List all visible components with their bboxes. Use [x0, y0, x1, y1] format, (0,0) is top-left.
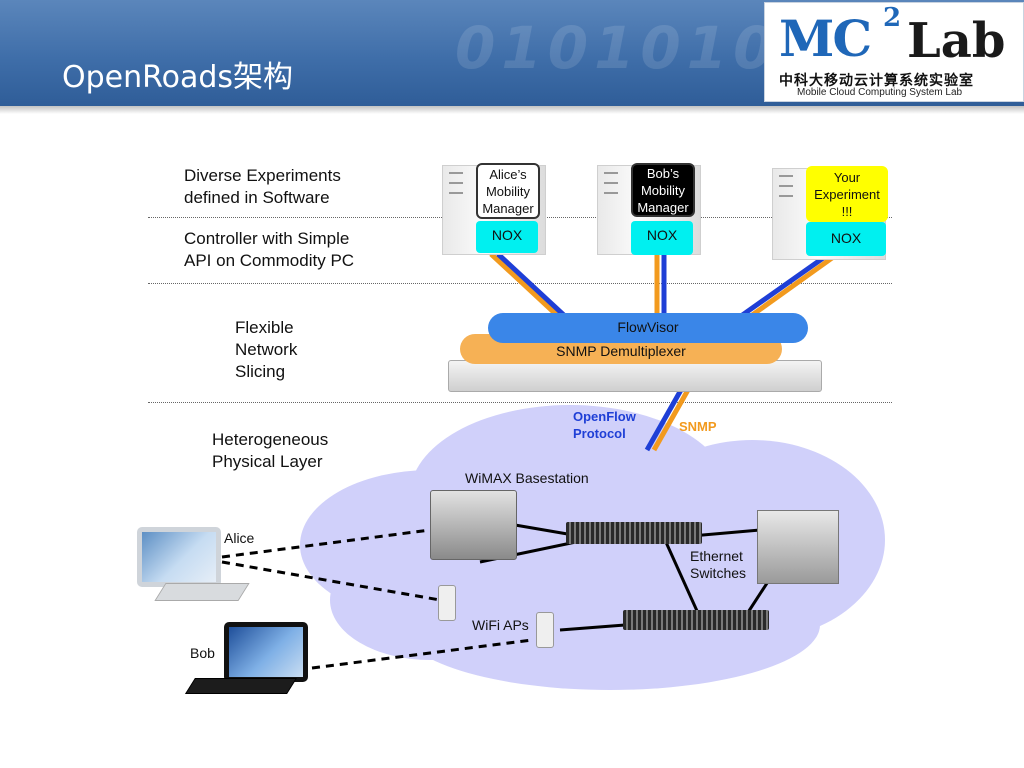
layer-label-line: API on Commodity PC — [184, 251, 355, 270]
app-label-line: Your — [833, 169, 861, 185]
app-label-line: Mobility — [485, 183, 531, 199]
drive-slot — [449, 172, 463, 174]
wireless-link — [221, 560, 441, 602]
layer-label-line: Diverse Experiments — [184, 166, 341, 185]
ethernet-switches-label: Ethernet Switches — [690, 548, 746, 582]
logo-chinese-name: 中科大移动云计算系统实验室 — [779, 72, 974, 88]
nox-controller-bob: NOX — [631, 221, 693, 255]
layer-label-slicing: Flexible Network Slicing — [235, 317, 297, 383]
app-label-line: Alice’s — [489, 166, 527, 182]
wireless-link — [311, 638, 533, 670]
app-label-line: Experiment — [814, 186, 880, 202]
openflow-link-alice — [496, 252, 569, 320]
bob-laptop-base — [185, 678, 297, 694]
protocol-label-line: OpenFlow — [573, 409, 636, 424]
slide-title: OpenRoads架构 — [62, 60, 294, 95]
ethernet-switch-icon — [566, 522, 702, 544]
bob-label: Bob — [190, 645, 215, 661]
layer-label-line: Slicing — [235, 362, 286, 381]
chassis-switch-icon — [757, 510, 839, 584]
server-chassis — [448, 360, 822, 392]
snmp-label: SNMP — [679, 419, 717, 434]
wimax-basestation-icon — [430, 490, 517, 560]
drive-slot — [449, 182, 463, 184]
app-label-line: Manager — [482, 200, 534, 216]
drive-slot — [604, 172, 618, 174]
layer-label-line: Physical Layer — [212, 452, 323, 471]
layer-label-physical: Heterogeneous Physical Layer — [212, 429, 328, 473]
layer-label-line: Controller with Simple — [184, 229, 350, 248]
alice-laptop-icon — [137, 527, 221, 587]
snmp-link-experiment — [746, 255, 834, 321]
alice-laptop-base — [154, 583, 250, 601]
binary-decoration: 01010100 — [455, 14, 826, 82]
app-label-line: Manager — [637, 199, 689, 215]
logo-lab: Lab — [907, 13, 1006, 69]
lab-logo: MC 2 Lab 中科大移动云计算系统实验室 Mobile Cloud Comp… — [764, 2, 1024, 102]
nox-controller-alice: NOX — [476, 221, 538, 253]
nox-controller-experiment: NOX — [806, 222, 886, 256]
drive-slot — [779, 175, 793, 177]
alice-mobility-manager: Alice’s Mobility Manager — [476, 163, 540, 219]
separator-line — [148, 402, 892, 403]
ethernet-link — [663, 539, 704, 623]
layer-label-controller: Controller with Simple API on Commodity … — [184, 228, 354, 272]
layer-label-line: Flexible — [235, 318, 294, 337]
protocol-label-line: Protocol — [573, 426, 626, 441]
bob-laptop-icon — [224, 622, 308, 682]
snmp-link-alice — [489, 252, 562, 320]
drive-slot — [779, 185, 793, 187]
wimax-label: WiMAX Basestation — [465, 470, 589, 486]
app-label-line: !!! — [841, 203, 853, 219]
wireless-link — [221, 528, 431, 559]
drive-slot — [604, 192, 618, 194]
layer-label-line: Heterogeneous — [212, 430, 329, 449]
bob-mobility-manager: Bob’s Mobility Manager — [631, 163, 695, 217]
header-shadow — [0, 106, 1024, 114]
logo-english-name: Mobile Cloud Computing System Lab — [797, 87, 963, 98]
openflow-protocol-label: OpenFlow Protocol — [573, 408, 636, 442]
alice-label: Alice — [224, 530, 255, 546]
label-line: Switches — [690, 565, 747, 581]
app-label-line: Bob’s — [646, 165, 680, 181]
wifi-aps-label: WiFi APs — [472, 617, 529, 633]
layer-label-line: defined in Software — [184, 188, 330, 207]
drive-slot — [449, 192, 463, 194]
logo-superscript: 2 — [883, 3, 902, 33]
app-label-line: Mobility — [640, 182, 686, 198]
layer-label-software: Diverse Experiments defined in Software — [184, 165, 341, 209]
layer-label-line: Network — [235, 340, 298, 359]
ethernet-switch-icon — [623, 610, 769, 630]
drive-slot — [779, 195, 793, 197]
openflow-link-experiment — [739, 253, 828, 319]
drive-slot — [604, 182, 618, 184]
logo-mc: MC — [779, 9, 872, 68]
wifi-ap-icon — [536, 612, 554, 648]
label-line: Ethernet — [690, 548, 743, 564]
wifi-ap-icon — [438, 585, 456, 621]
flowvisor: FlowVisor — [488, 313, 808, 343]
ethernet-link — [559, 623, 626, 632]
your-experiment: Your Experiment !!! — [806, 166, 888, 222]
